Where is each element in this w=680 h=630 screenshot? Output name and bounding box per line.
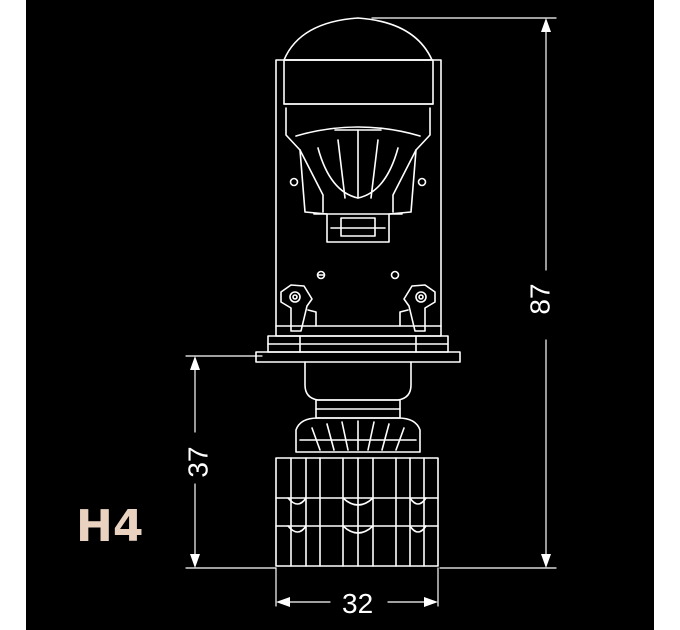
model-title: H4 (76, 501, 144, 552)
lens-dome (283, 17, 433, 61)
socket-flange (255, 335, 461, 363)
black-background-panel (26, 0, 654, 630)
dimension-lines (185, 17, 557, 607)
dimension-label-total-height: 87 (524, 283, 556, 315)
dimension-label-base-height: 37 (182, 446, 214, 478)
heatsink-body (275, 457, 439, 567)
neck (304, 361, 412, 419)
fan-collar (295, 417, 421, 453)
dimension-arrowheads (190, 18, 551, 607)
dimension-label-width: 32 (342, 588, 374, 619)
mounting-bosses (275, 284, 442, 332)
